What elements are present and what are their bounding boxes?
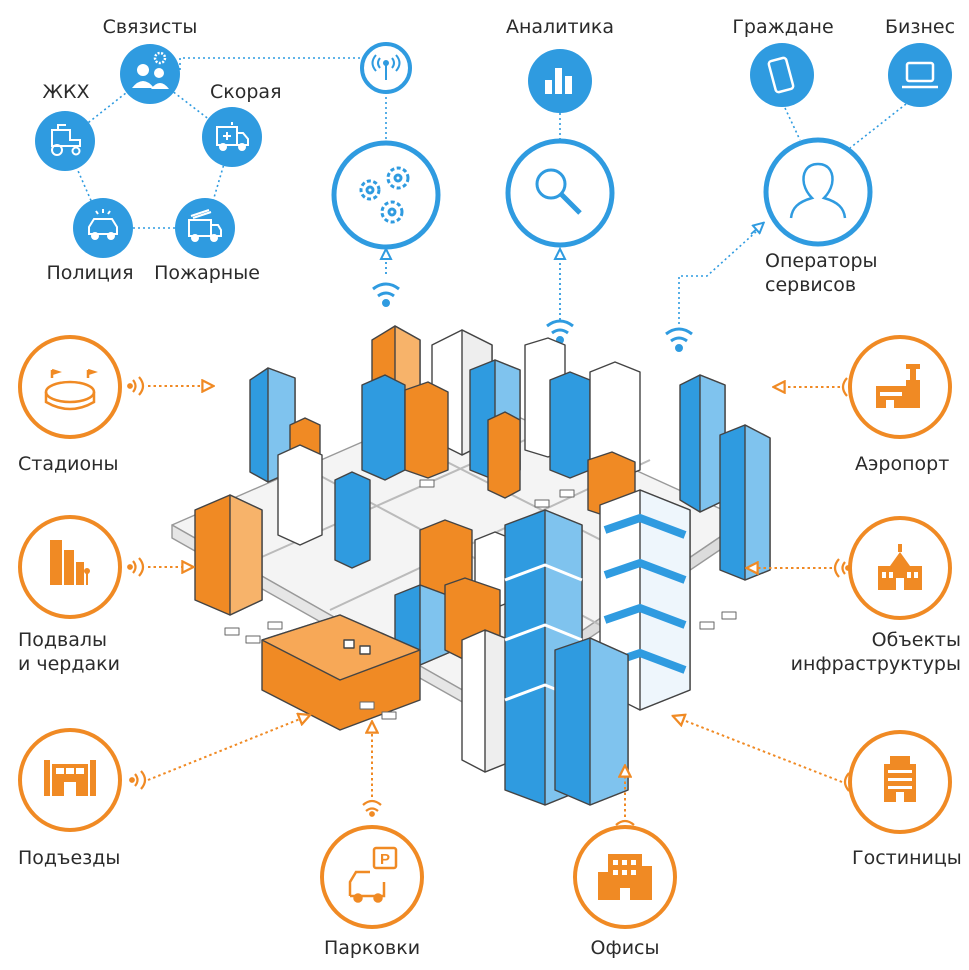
object-parking[interactable]: P (320, 825, 424, 929)
signal-node[interactable] (360, 42, 412, 94)
tractor-icon (51, 124, 81, 156)
operators-connectors (678, 103, 907, 324)
object-label-parking: Парковки (323, 937, 421, 959)
wifi-icon (665, 327, 693, 352)
user-silhouette-icon (789, 162, 847, 219)
object-label-basements: Подвалы и чердаки (18, 629, 120, 675)
laptop-icon (902, 61, 938, 89)
service-label-zhkh: ЖКХ (42, 81, 90, 103)
processing-node[interactable] (331, 140, 441, 250)
object-offices[interactable] (573, 825, 677, 929)
object-label-infrastructure: Объекты инфраструктуры (790, 629, 961, 675)
parking-car-icon: P (348, 846, 398, 903)
object-infrastructure[interactable] (848, 516, 952, 620)
stadium-icon (44, 368, 98, 411)
fire-truck-icon (188, 209, 222, 242)
object-links (147, 386, 843, 817)
ambulance-icon (216, 122, 249, 151)
service-label-svyazisty: Связисты (102, 16, 198, 38)
search-node[interactable] (505, 138, 615, 248)
people-gear-icon (132, 51, 169, 89)
service-label-policiya: Полиция (46, 262, 134, 284)
city-to-operators-arrow (750, 226, 760, 234)
object-hotels[interactable] (848, 730, 952, 834)
service-label-skoraya: Скорая (210, 81, 282, 103)
magnifier-icon (535, 168, 582, 215)
object-label-offices: Офисы (590, 937, 660, 959)
analytics-node[interactable] (528, 49, 592, 113)
service-skoraya[interactable] (202, 107, 262, 167)
service-zhkh[interactable] (35, 111, 95, 171)
office-building-icon (598, 854, 652, 900)
object-label-stadiums: Стадионы (18, 453, 119, 475)
business-node[interactable] (888, 43, 952, 107)
buildings-icon (50, 540, 90, 585)
public-building-icon (878, 544, 922, 590)
object-basements[interactable] (18, 515, 122, 619)
business-label: Бизнес (884, 16, 956, 38)
citizens-label: Граждане (732, 16, 834, 38)
object-stadiums[interactable] (18, 335, 122, 439)
analytics-label: Аналитика (505, 16, 615, 38)
citizens-node[interactable] (750, 43, 814, 107)
service-pozharnye[interactable] (175, 198, 235, 258)
police-car-icon (88, 209, 118, 240)
object-airport[interactable] (848, 335, 952, 439)
operators-label: Операторы сервисов (765, 250, 878, 296)
gears-icon (359, 166, 410, 224)
entrance-building-icon (44, 760, 96, 796)
operators-node[interactable] (763, 137, 873, 247)
bar-chart-icon (545, 68, 572, 94)
object-label-entrances: Подъезды (18, 847, 121, 869)
service-label-pozharnye: Пожарные (154, 262, 260, 284)
antenna-signal-icon (371, 54, 401, 80)
isometric-city-illustration (171, 325, 771, 806)
smartphone-icon (767, 56, 795, 94)
object-entrances[interactable] (18, 728, 122, 832)
wifi-icon (372, 282, 400, 307)
wifi-icon (546, 319, 574, 344)
service-policiya[interactable] (73, 198, 133, 258)
object-label-hotels: Гостиницы (852, 847, 962, 869)
svg-text:P: P (380, 851, 390, 868)
service-svyazisty[interactable] (120, 44, 180, 104)
hotel-icon (884, 756, 916, 802)
airport-icon (876, 364, 920, 408)
object-label-airport: Аэропорт (855, 453, 950, 475)
